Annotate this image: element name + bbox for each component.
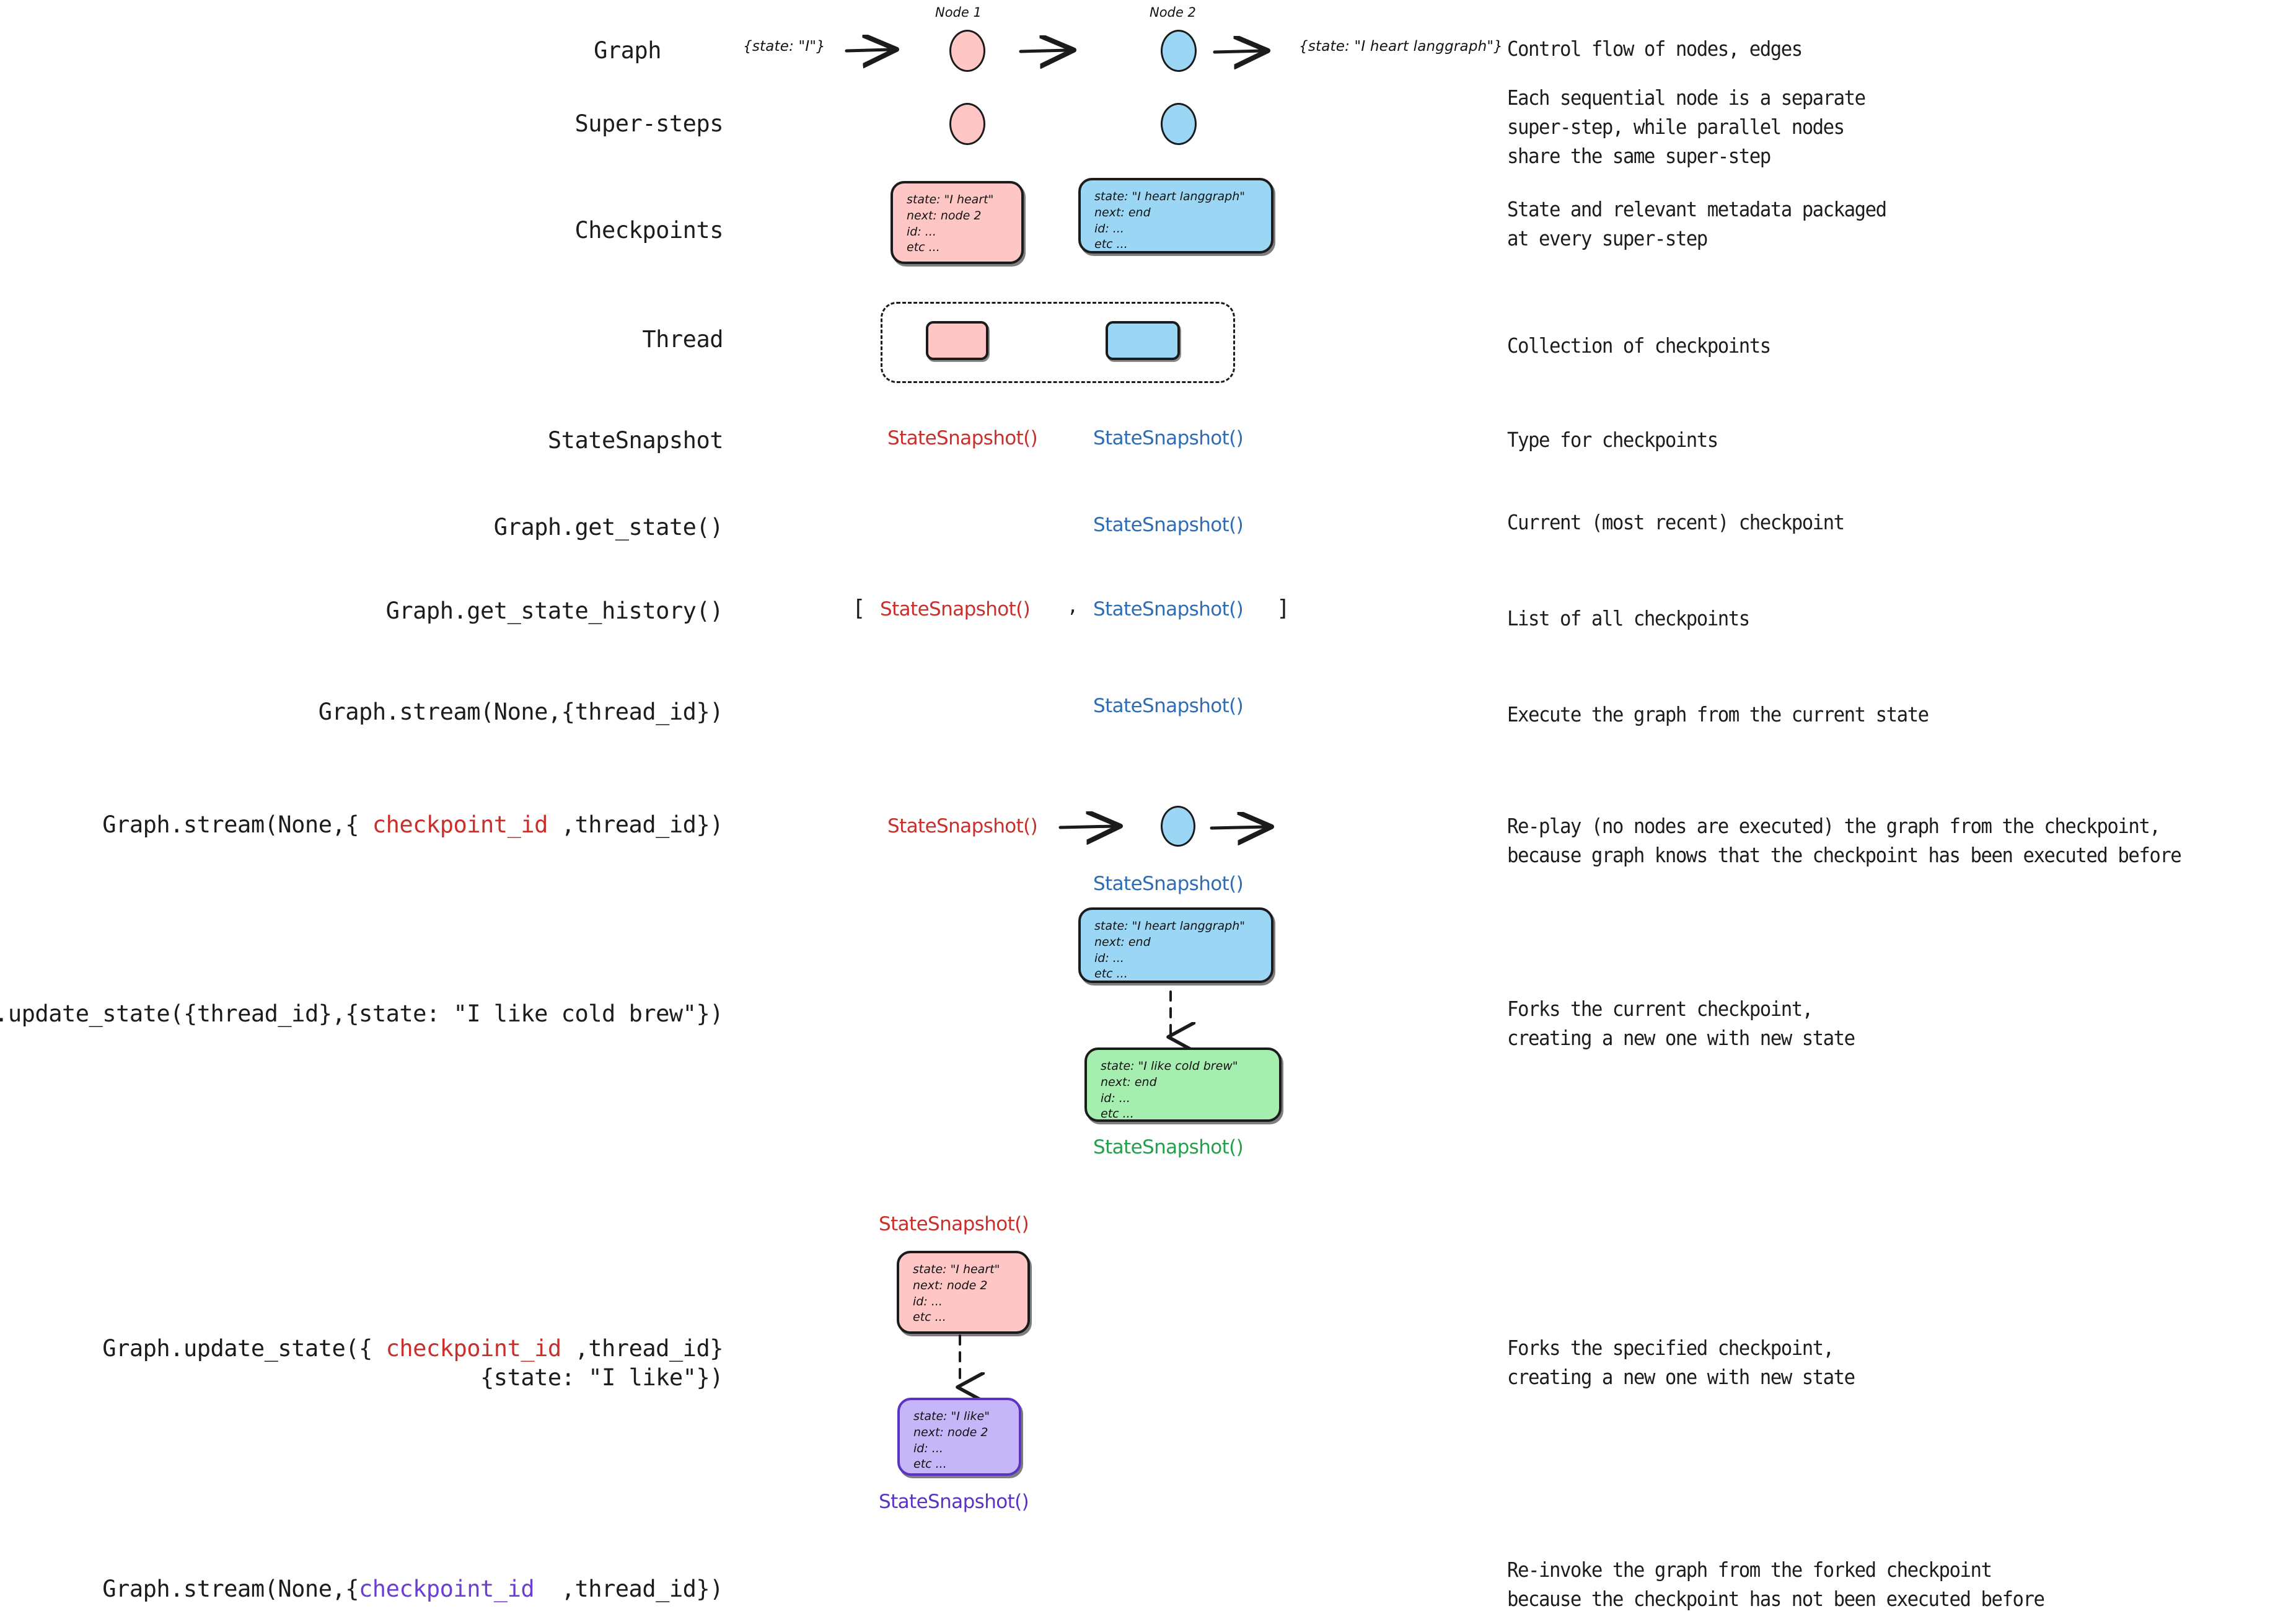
statesnapshot-replay-blue: StateSnapshot() [1093, 873, 1244, 895]
card-line-next: next: node 2 [907, 208, 982, 223]
statesnapshot-type-blue: StateSnapshot() [1093, 427, 1244, 449]
desc-get-state: Current (most recent) checkpoint [1507, 510, 1845, 534]
graph-node-2 [1161, 30, 1197, 72]
replay-node [1161, 806, 1195, 847]
card-line-id: id: ... [1094, 221, 1124, 236]
card-line-state: state: "I like cold brew" [1101, 1059, 1238, 1073]
statesnapshot-history-blue: StateSnapshot() [1093, 598, 1244, 620]
card-line-next: next: node 2 [913, 1278, 988, 1292]
card-line-id: id: ... [913, 1441, 943, 1455]
card-line-id: id: ... [913, 1294, 943, 1308]
card-line-etc: etc ... [913, 1310, 946, 1325]
output-state-annotation: {state: "I heart langgraph"} [1299, 38, 1503, 55]
desc-stream-forked: Re-invoke the graph from the forked chec… [1507, 1558, 2045, 1611]
checkpoint-card-pink: state: "I heart" next: node 2 id: ... et… [891, 181, 1024, 264]
history-bracket-close: ] [1277, 596, 1290, 621]
card-line-next: next: node 2 [913, 1425, 988, 1439]
graph-node-1 [949, 30, 985, 72]
desc-stream-thread: Execute the graph from the current state [1507, 702, 1929, 726]
row-label-get-state: Graph.get_state() [493, 514, 724, 540]
desc-statesnapshot: Type for checkpoints [1507, 428, 1718, 452]
graph-edge-arrow-1 [845, 50, 891, 51]
row-label-stream-checkpoint: Graph.stream(None,{ checkpoint_id ,threa… [102, 810, 723, 839]
desc-get-state-history: List of all checkpoints [1507, 606, 1750, 630]
statesnapshot-replay-red: StateSnapshot() [887, 815, 1038, 837]
desc-stream-checkpoint: Re-play (no nodes are executed) the grap… [1507, 814, 2182, 867]
card-line-next: next: end [1094, 935, 1151, 949]
desc-graph: Control flow of nodes, edges [1507, 37, 1803, 61]
history-bracket-open: [ [852, 596, 866, 621]
card-line-etc: etc ... [907, 240, 940, 255]
row-label-update-state-checkpoint: Graph.update_state({ checkpoint_id ,thre… [102, 1334, 723, 1393]
fork-source-card-pink: state: "I heart" next: node 2 id: ... et… [897, 1251, 1030, 1334]
node2-caption: Node 2 [1150, 5, 1196, 20]
history-comma: , [1067, 596, 1079, 617]
statesnapshot-fork-purple: StateSnapshot() [879, 1491, 1029, 1513]
label-part-prefix: Graph.stream(None,{ [102, 811, 372, 838]
desc-super-steps: Each sequential node is a separate super… [1507, 86, 1866, 168]
card-line-state: state: "I heart" [907, 193, 994, 206]
replay-card-blue: state: "I heart langgraph" next: end id:… [1078, 907, 1273, 983]
card-line-state: state: "I heart langgraph" [1094, 190, 1246, 203]
statesnapshot-stream-current: StateSnapshot() [1093, 695, 1244, 717]
input-state-annotation: {state: "I"} [743, 38, 825, 55]
graph-edge-arrow-2 [1019, 50, 1068, 51]
statesnapshot-type-red: StateSnapshot() [887, 427, 1038, 449]
card-line-id: id: ... [1094, 951, 1124, 965]
fork-card-purple: state: "I like" next: node 2 id: ... etc… [897, 1398, 1021, 1476]
superstep-node-2 [1161, 103, 1197, 145]
row-label-update-state-thread: Graph.update_state({thread_id},{state: "… [0, 1000, 723, 1027]
thread-container [881, 302, 1235, 383]
card-line-state: state: "I heart" [913, 1263, 1000, 1276]
label-part-checkpoint-id2: checkpoint_id [385, 1335, 562, 1362]
label-part-suffix3: ,thread_id}) [534, 1576, 724, 1602]
card-line-etc: etc ... [1094, 967, 1128, 981]
row-label-statesnapshot: StateSnapshot [547, 427, 724, 454]
thread-chip-pink [926, 321, 988, 360]
label-part-checkpoint-id3: checkpoint_id [359, 1576, 535, 1602]
replay-arrow-1 [1058, 826, 1114, 827]
replay-arrow-2 [1210, 827, 1265, 828]
statesnapshot-history-red: StateSnapshot() [880, 598, 1031, 620]
card-line-state: state: "I like" [913, 1409, 990, 1423]
superstep-node-1 [949, 103, 985, 145]
desc-thread: Collection of checkpoints [1507, 333, 1771, 358]
row-label-super-steps: Super-steps [574, 110, 723, 137]
row-label-stream-thread: Graph.stream(None,{thread_id}) [318, 699, 724, 725]
row-label-graph: Graph [594, 37, 661, 64]
thread-chip-blue [1106, 321, 1180, 360]
statesnapshot-fork-green: StateSnapshot() [1093, 1136, 1244, 1158]
card-line-etc: etc ... [1094, 237, 1128, 252]
fork-card-green: state: "I like cold brew" next: end id: … [1084, 1047, 1282, 1122]
row-label-stream-forked: Graph.stream(None,{checkpoint_id ,thread… [102, 1574, 723, 1603]
label-part-line2: {state: "I like"}) [480, 1364, 723, 1391]
label-part-suffix: ,thread_id}) [547, 811, 724, 838]
row-label-get-state-history: Graph.get_state_history() [385, 598, 724, 624]
card-line-id: id: ... [1101, 1091, 1130, 1105]
card-line-id: id: ... [907, 224, 936, 239]
card-line-state: state: "I heart langgraph" [1094, 919, 1246, 933]
statesnapshot-get-state: StateSnapshot() [1093, 514, 1244, 536]
desc-update-state-thread: Forks the current checkpoint, creating a… [1507, 997, 1855, 1050]
row-label-thread: Thread [642, 326, 723, 353]
label-part-prefix3: Graph.stream(None,{ [102, 1576, 359, 1602]
desc-checkpoints: State and relevant metadata packaged at … [1507, 197, 1887, 250]
card-line-etc: etc ... [913, 1457, 947, 1471]
card-line-next: next: end [1094, 205, 1151, 219]
label-part-suffix2: ,thread_id} [561, 1335, 723, 1362]
label-part-checkpoint-id: checkpoint_id [372, 811, 548, 838]
node1-caption: Node 1 [935, 5, 982, 20]
card-line-etc: etc ... [1101, 1107, 1134, 1121]
row-label-checkpoints: Checkpoints [574, 217, 723, 244]
desc-update-state-checkpoint: Forks the specified checkpoint, creating… [1507, 1336, 1855, 1389]
graph-edge-arrow-3 [1213, 51, 1262, 52]
label-part-prefix2: Graph.update_state({ [102, 1335, 386, 1362]
statesnapshot-fork-src-red: StateSnapshot() [879, 1213, 1029, 1235]
checkpoint-card-blue: state: "I heart langgraph" next: end id:… [1078, 178, 1273, 254]
card-line-next: next: end [1101, 1075, 1157, 1089]
